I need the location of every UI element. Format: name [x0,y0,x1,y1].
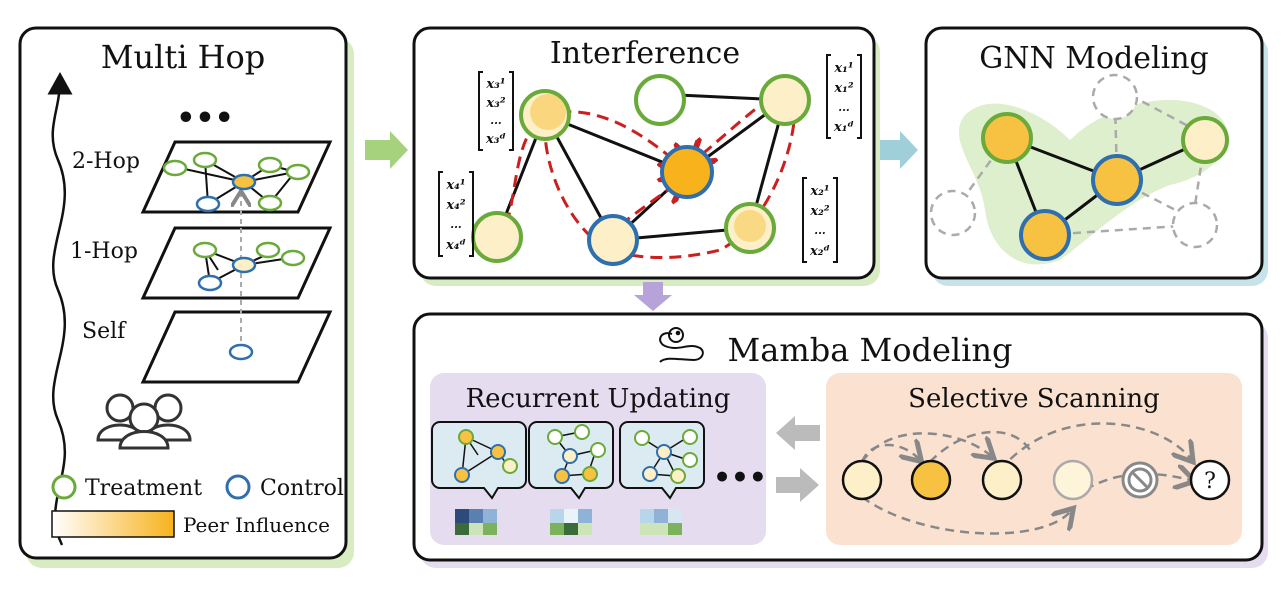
svg-text:x₂¹: x₂¹ [809,184,829,199]
graph-1-hop [192,241,306,292]
interference-panel: Interference [412,26,880,286]
arrow-to-gnn [880,131,918,169]
svg-text:x₂²: x₂² [809,204,829,219]
recurrent-ellipsis: ••• [713,461,767,494]
svg-text:...: ... [490,114,502,127]
svg-text:...: ... [450,218,462,231]
svg-text:x₂ᵈ: x₂ᵈ [809,244,830,259]
mamba-panel: Mamba Modeling Recurrent Updating [412,312,1268,568]
hop-label-self: Self [82,319,127,344]
scan-node-2 [910,459,952,501]
vector-x3: x₃¹ x₃² ... x₃ᵈ [478,71,514,151]
arrow-to-mamba [634,282,672,311]
arrow-to-interference [365,131,408,169]
svg-text:x₄ᵈ: x₄ᵈ [445,238,466,253]
recurrent-step-2 [528,421,614,535]
peer-influence-gradient [51,510,175,538]
gnn-title: GNN Modeling [979,41,1208,76]
legend-control: Control [260,476,344,501]
recurrent-step-3 [619,421,705,535]
scan-node-unknown [1189,459,1231,501]
svg-text:x₄²: x₄² [445,198,465,213]
control-legend-icon [225,474,251,500]
scan-node-3 [981,459,1023,501]
snake-icon [659,327,704,363]
legend-peer-influence: Peer Influence [183,513,330,537]
hop-direction-arrow [47,72,73,546]
svg-text:x₁ᵈ: x₁ᵈ [833,120,854,135]
scan-node-1 [841,459,883,501]
hop-ellipsis: ••• [176,101,234,136]
svg-text:...: ... [814,224,826,237]
recurrent-updating-title: Recurrent Updating [466,384,731,414]
graph-2-hop [162,151,311,213]
blocked-icon [1121,461,1159,499]
interference-node-empty [634,74,686,126]
hop-label-2: 2-Hop [72,149,140,174]
people-icon [96,393,192,450]
svg-text:x₁¹: x₁¹ [833,61,853,76]
arrow-scan-to-recurrent [776,416,820,450]
mamba-title: Mamba Modeling [728,331,1013,369]
svg-text:x₄¹: x₄¹ [445,178,465,193]
multi-hop-title: Multi Hop [101,38,266,76]
vector-x2: x₂¹ x₂² ... x₂ᵈ [802,177,838,263]
vector-x4: x₄¹ x₄² ... x₄ᵈ [438,171,474,257]
multi-hop-panel: Multi Hop ••• 2-Hop 1-Hop Self [18,26,354,568]
recurrent-step-1 [431,421,527,535]
arrow-recurrent-to-scan [776,468,819,502]
legend-treatment: Treatment [85,476,202,501]
svg-text:x₁²: x₁² [833,81,853,96]
svg-text:x₃ᵈ: x₃ᵈ [485,132,506,147]
selective-scanning-title: Selective Scanning [908,384,1160,414]
scan-node-4 [1052,459,1094,501]
interference-title: Interference [550,36,740,71]
treatment-legend-icon [51,474,77,500]
unknown-label: ? [1204,469,1216,494]
svg-text:x₃²: x₃² [485,96,505,111]
hop-label-1: 1-Hop [70,239,138,264]
gnn-panel: GNN Modeling [924,26,1268,286]
svg-text:...: ... [838,101,850,114]
svg-text:x₃¹: x₃¹ [485,77,505,92]
interference-center-node [660,145,714,199]
self-node [228,343,254,361]
selective-scanning-box [826,373,1242,545]
vector-x1: x₁¹ x₁² ... x₁ᵈ [826,54,862,139]
